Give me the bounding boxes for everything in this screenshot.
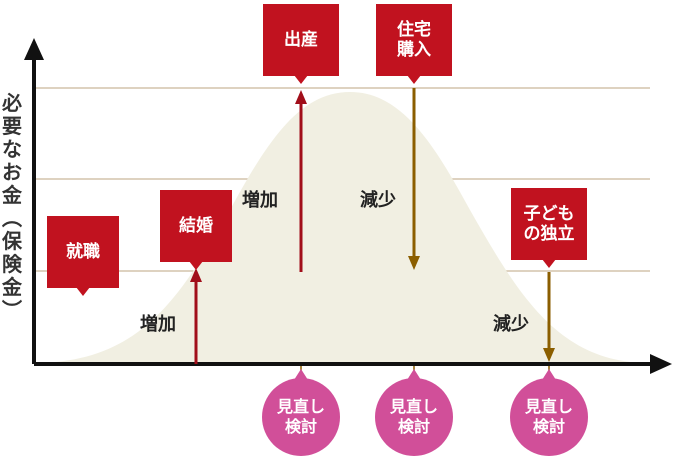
event-marriage-label: 結婚 xyxy=(179,216,213,236)
review-circle: 見直し 検討 xyxy=(262,369,340,456)
review-line2: 検討 xyxy=(397,417,430,436)
event-employment-label: 就職 xyxy=(66,242,100,262)
increase-label-marriage: 増加 xyxy=(140,314,176,335)
y-axis-arrowhead xyxy=(24,38,44,60)
increase-arrow-childbirth-head xyxy=(295,90,307,104)
event-home-purchase-line1: 住宅 xyxy=(397,20,431,40)
y-axis-label-char: ︶ xyxy=(2,298,22,322)
decrease-arrow-home-head xyxy=(408,256,420,270)
review-line1: 見直し xyxy=(276,397,325,416)
decrease-arrow-independence-head xyxy=(543,348,555,362)
decrease-label-independence: 減少 xyxy=(493,314,529,335)
review-line1: 見直し xyxy=(389,397,438,416)
y-axis-label: 必要なお金︵保険金︶ xyxy=(0,92,24,322)
event-employment: 就職 xyxy=(47,216,119,296)
increase-arrow-marriage-head xyxy=(190,268,202,282)
increase-label-childbirth: 増加 xyxy=(242,190,278,211)
y-axis-label-char: 金 xyxy=(2,275,22,299)
review-circle: 見直し 検討 xyxy=(375,369,453,456)
event-childbirth-label: 出産 xyxy=(284,30,318,50)
event-home-purchase: 住宅 購入 xyxy=(376,4,452,84)
review-circle: 見直し 検討 xyxy=(510,369,588,456)
event-child-independence-line1: 子ども xyxy=(523,204,575,224)
review-line2: 検討 xyxy=(284,417,317,436)
decrease-label-home: 減少 xyxy=(360,190,396,211)
review-line1: 見直し xyxy=(524,397,573,416)
event-child-independence-line2: の独立 xyxy=(523,224,575,244)
y-axis-label-char: 要 xyxy=(2,114,22,138)
event-childbirth: 出産 xyxy=(263,4,339,84)
y-axis-label-char: な xyxy=(2,137,22,161)
y-axis-label-char: 保 xyxy=(2,229,22,253)
y-axis-label-char: 金 xyxy=(2,183,22,207)
review-line2: 検討 xyxy=(532,417,565,436)
event-child-independence: 子ども の独立 xyxy=(511,188,587,268)
y-axis-label-char: 必 xyxy=(2,91,22,115)
y-axis-label-char: お xyxy=(2,160,22,184)
y-axis-label-char: 険 xyxy=(2,252,22,276)
money-needed-curve xyxy=(34,92,650,363)
x-axis-arrowhead xyxy=(650,354,672,374)
event-marriage: 結婚 xyxy=(160,190,232,270)
event-home-purchase-line2: 購入 xyxy=(397,40,431,60)
y-axis-label-char: ︵ xyxy=(2,206,22,230)
